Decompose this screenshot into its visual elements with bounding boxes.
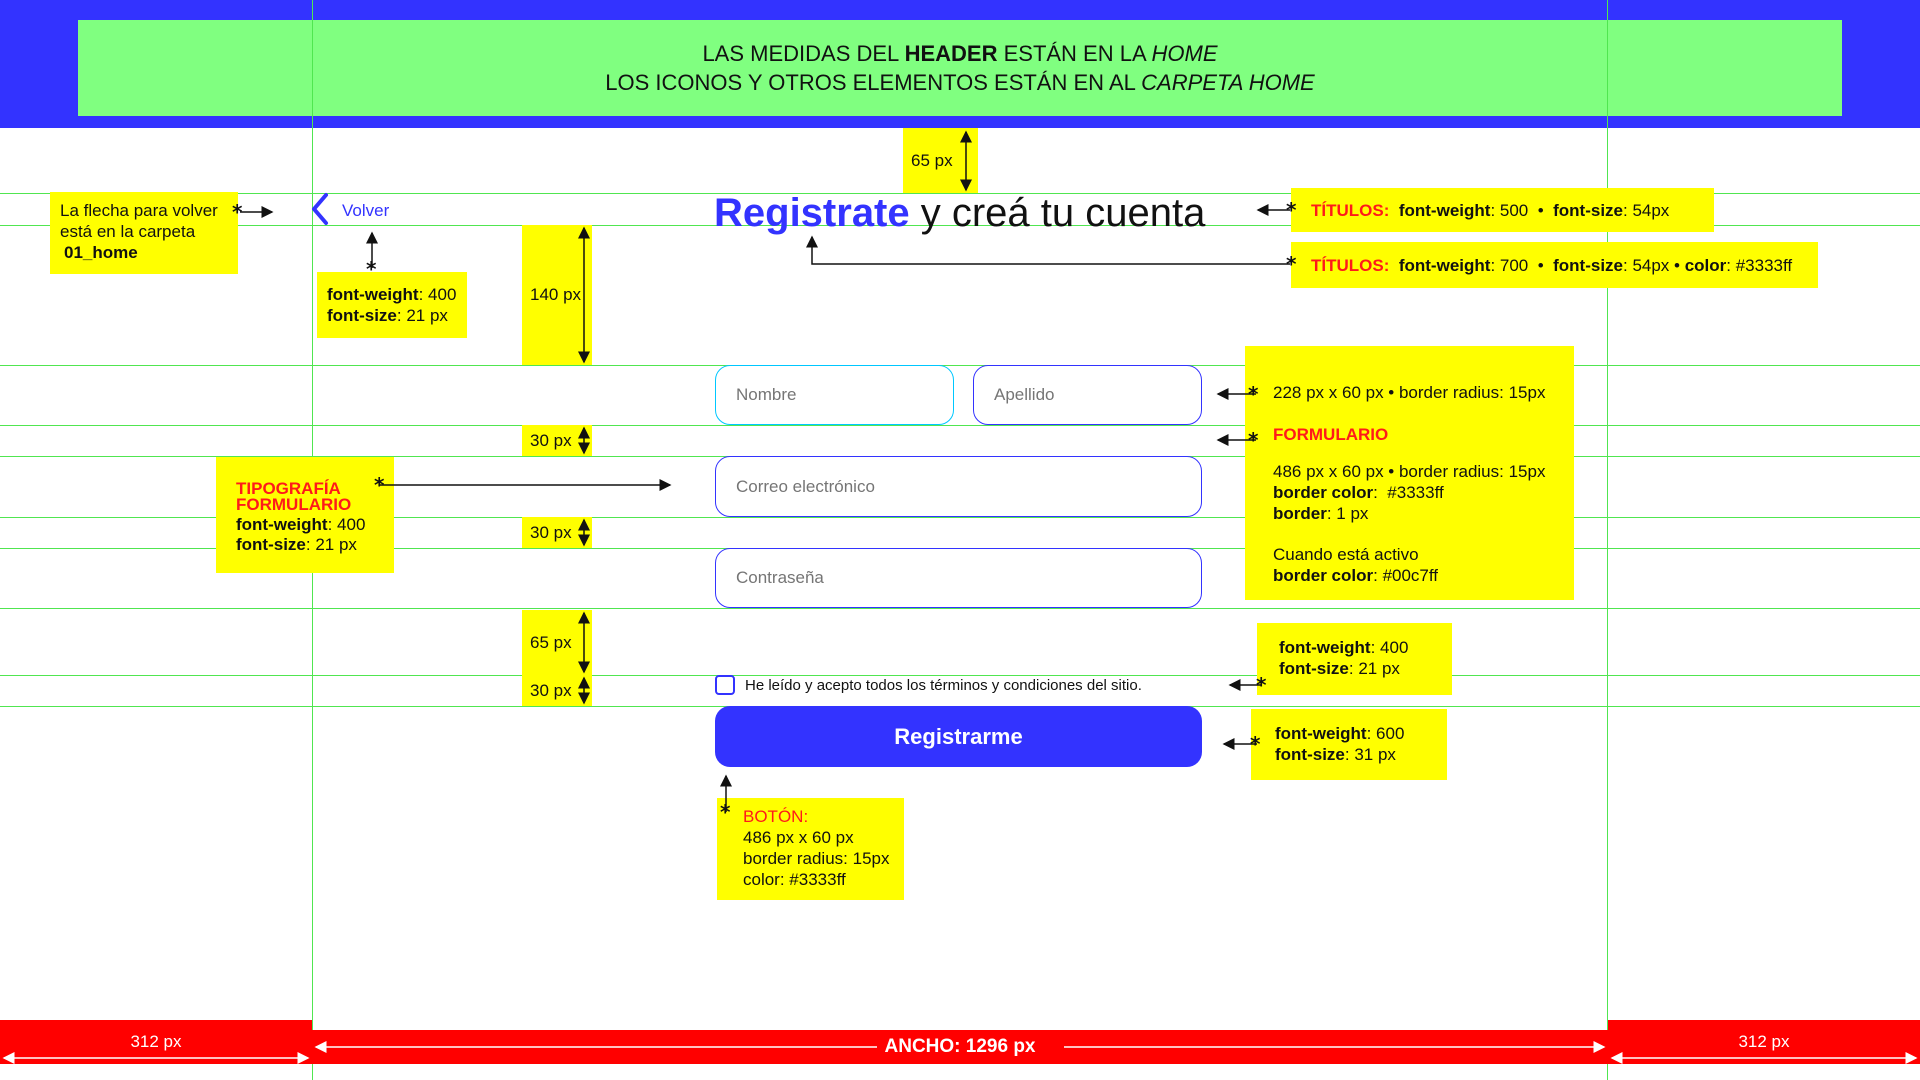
header-note: LAS MEDIDAS DEL HEADER ESTÁN EN LA HOME … xyxy=(78,20,1842,116)
terms-checkbox[interactable] xyxy=(715,675,735,695)
first-name-input[interactable] xyxy=(715,365,954,425)
guide-title-mid xyxy=(0,225,1920,226)
footer-content-width: ANCHO: 1296 px xyxy=(312,1030,1608,1064)
terms-label: He leído y acepto todos los términos y c… xyxy=(745,676,1142,694)
measure-row-gap-2: 30 px xyxy=(522,517,592,548)
back-arrow-note: La flecha para volver está en la carpeta… xyxy=(50,192,238,274)
measure-row-gap-1: 30 px xyxy=(522,425,592,456)
measure-title-gap: 140 px xyxy=(522,225,592,365)
guide-check-top xyxy=(0,675,1920,676)
guide-row3-bottom xyxy=(0,608,1920,609)
form-spec-note: 228 px x 60 px • border radius: 15px FOR… xyxy=(1245,346,1574,600)
email-input[interactable] xyxy=(715,456,1202,517)
page-title-rest: y creá tu cuenta xyxy=(909,191,1206,235)
terms-font-note: font-weight: 400 font-size: 21 px xyxy=(1257,623,1452,695)
footer-left-margin: 312 px xyxy=(0,1020,312,1064)
back-link[interactable]: Volver xyxy=(308,191,390,232)
chevron-left-icon xyxy=(308,191,332,232)
button-spec-note: BOTÓN: 486 px x 60 px border radius: 15p… xyxy=(717,798,904,900)
measure-button-gap: 30 px xyxy=(522,675,592,706)
title-note-regular: TÍTULOS: font-weight: 500 • font-size: 5… xyxy=(1291,188,1714,232)
page-title-accent: Registrate xyxy=(714,191,910,235)
password-input[interactable] xyxy=(715,548,1202,608)
register-button[interactable]: Registrarme xyxy=(715,706,1202,767)
footer-right-margin: 312 px xyxy=(1608,1020,1920,1064)
title-note-bold: TÍTULOS: font-weight: 700 • font-size: 5… xyxy=(1291,242,1818,288)
guide-row1-top xyxy=(0,365,1920,366)
measure-top-gap: 65 px xyxy=(903,128,978,193)
page-title: Registrate y creá tu cuenta xyxy=(714,188,1205,238)
form-typography-note: TIPOGRAFÍA FORMULARIO font-weight: 400 f… xyxy=(216,457,394,573)
back-label: Volver xyxy=(342,201,390,220)
guide-row1-bottom xyxy=(0,425,1920,426)
terms-row[interactable]: He leído y acepto todos los términos y c… xyxy=(715,673,1142,697)
header-note-line-2: LOS ICONOS Y OTROS ELEMENTOS ESTÁN EN AL… xyxy=(605,70,1315,95)
guide-row2-bottom xyxy=(0,517,1920,518)
measure-check-gap: 65 px xyxy=(522,610,592,675)
header-note-line-1: LAS MEDIDAS DEL HEADER ESTÁN EN LA HOME xyxy=(702,41,1218,66)
last-name-input[interactable] xyxy=(973,365,1202,425)
guide-title-top xyxy=(0,193,1920,194)
back-font-note: font-weight: 400 font-size: 21 px xyxy=(317,272,467,338)
guide-right-margin xyxy=(1607,0,1608,1080)
button-font-note: font-weight: 600 font-size: 31 px xyxy=(1251,709,1447,780)
